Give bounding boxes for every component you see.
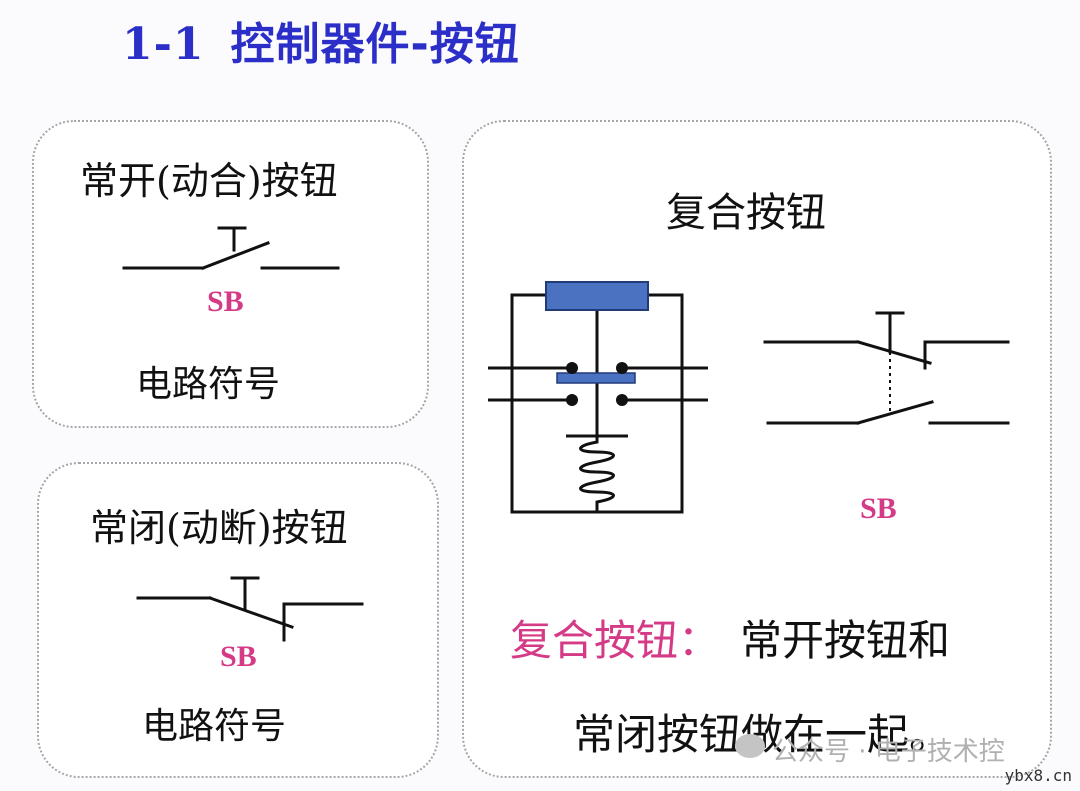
panel-normally-closed bbox=[37, 462, 439, 778]
wechat-icon bbox=[735, 734, 765, 758]
compound-button-label: SB bbox=[860, 492, 897, 525]
compound-button-heading: 复合按钮 bbox=[666, 190, 826, 236]
compound-button-desc-highlight: 复合按钮： bbox=[510, 616, 721, 665]
nc-button-heading: 常闭(动断)按钮 bbox=[90, 506, 348, 550]
no-button-caption: 电路符号 bbox=[136, 364, 281, 405]
section-number: 1-1 bbox=[122, 19, 205, 70]
page-title: 1-1 控制器件-按钮 bbox=[122, 8, 520, 72]
compound-button-desc-text1: 常开按钮和 bbox=[740, 616, 951, 665]
nc-button-label: SB bbox=[220, 640, 257, 673]
nc-button-caption: 电路符号 bbox=[142, 706, 287, 747]
title-text: 控制器件-按钮 bbox=[230, 19, 520, 70]
panel-normally-open bbox=[32, 120, 429, 428]
panel-compound bbox=[462, 120, 1052, 778]
watermark-text: 公众号 · 电子技术控 bbox=[772, 737, 1005, 767]
site-watermark: ybx8.cn bbox=[1004, 766, 1072, 785]
compound-button-description-line1: 复合按钮： 常开按钮和 bbox=[510, 607, 950, 668]
no-button-label: SB bbox=[207, 285, 244, 318]
no-button-heading: 常开(动合)按钮 bbox=[80, 159, 338, 203]
